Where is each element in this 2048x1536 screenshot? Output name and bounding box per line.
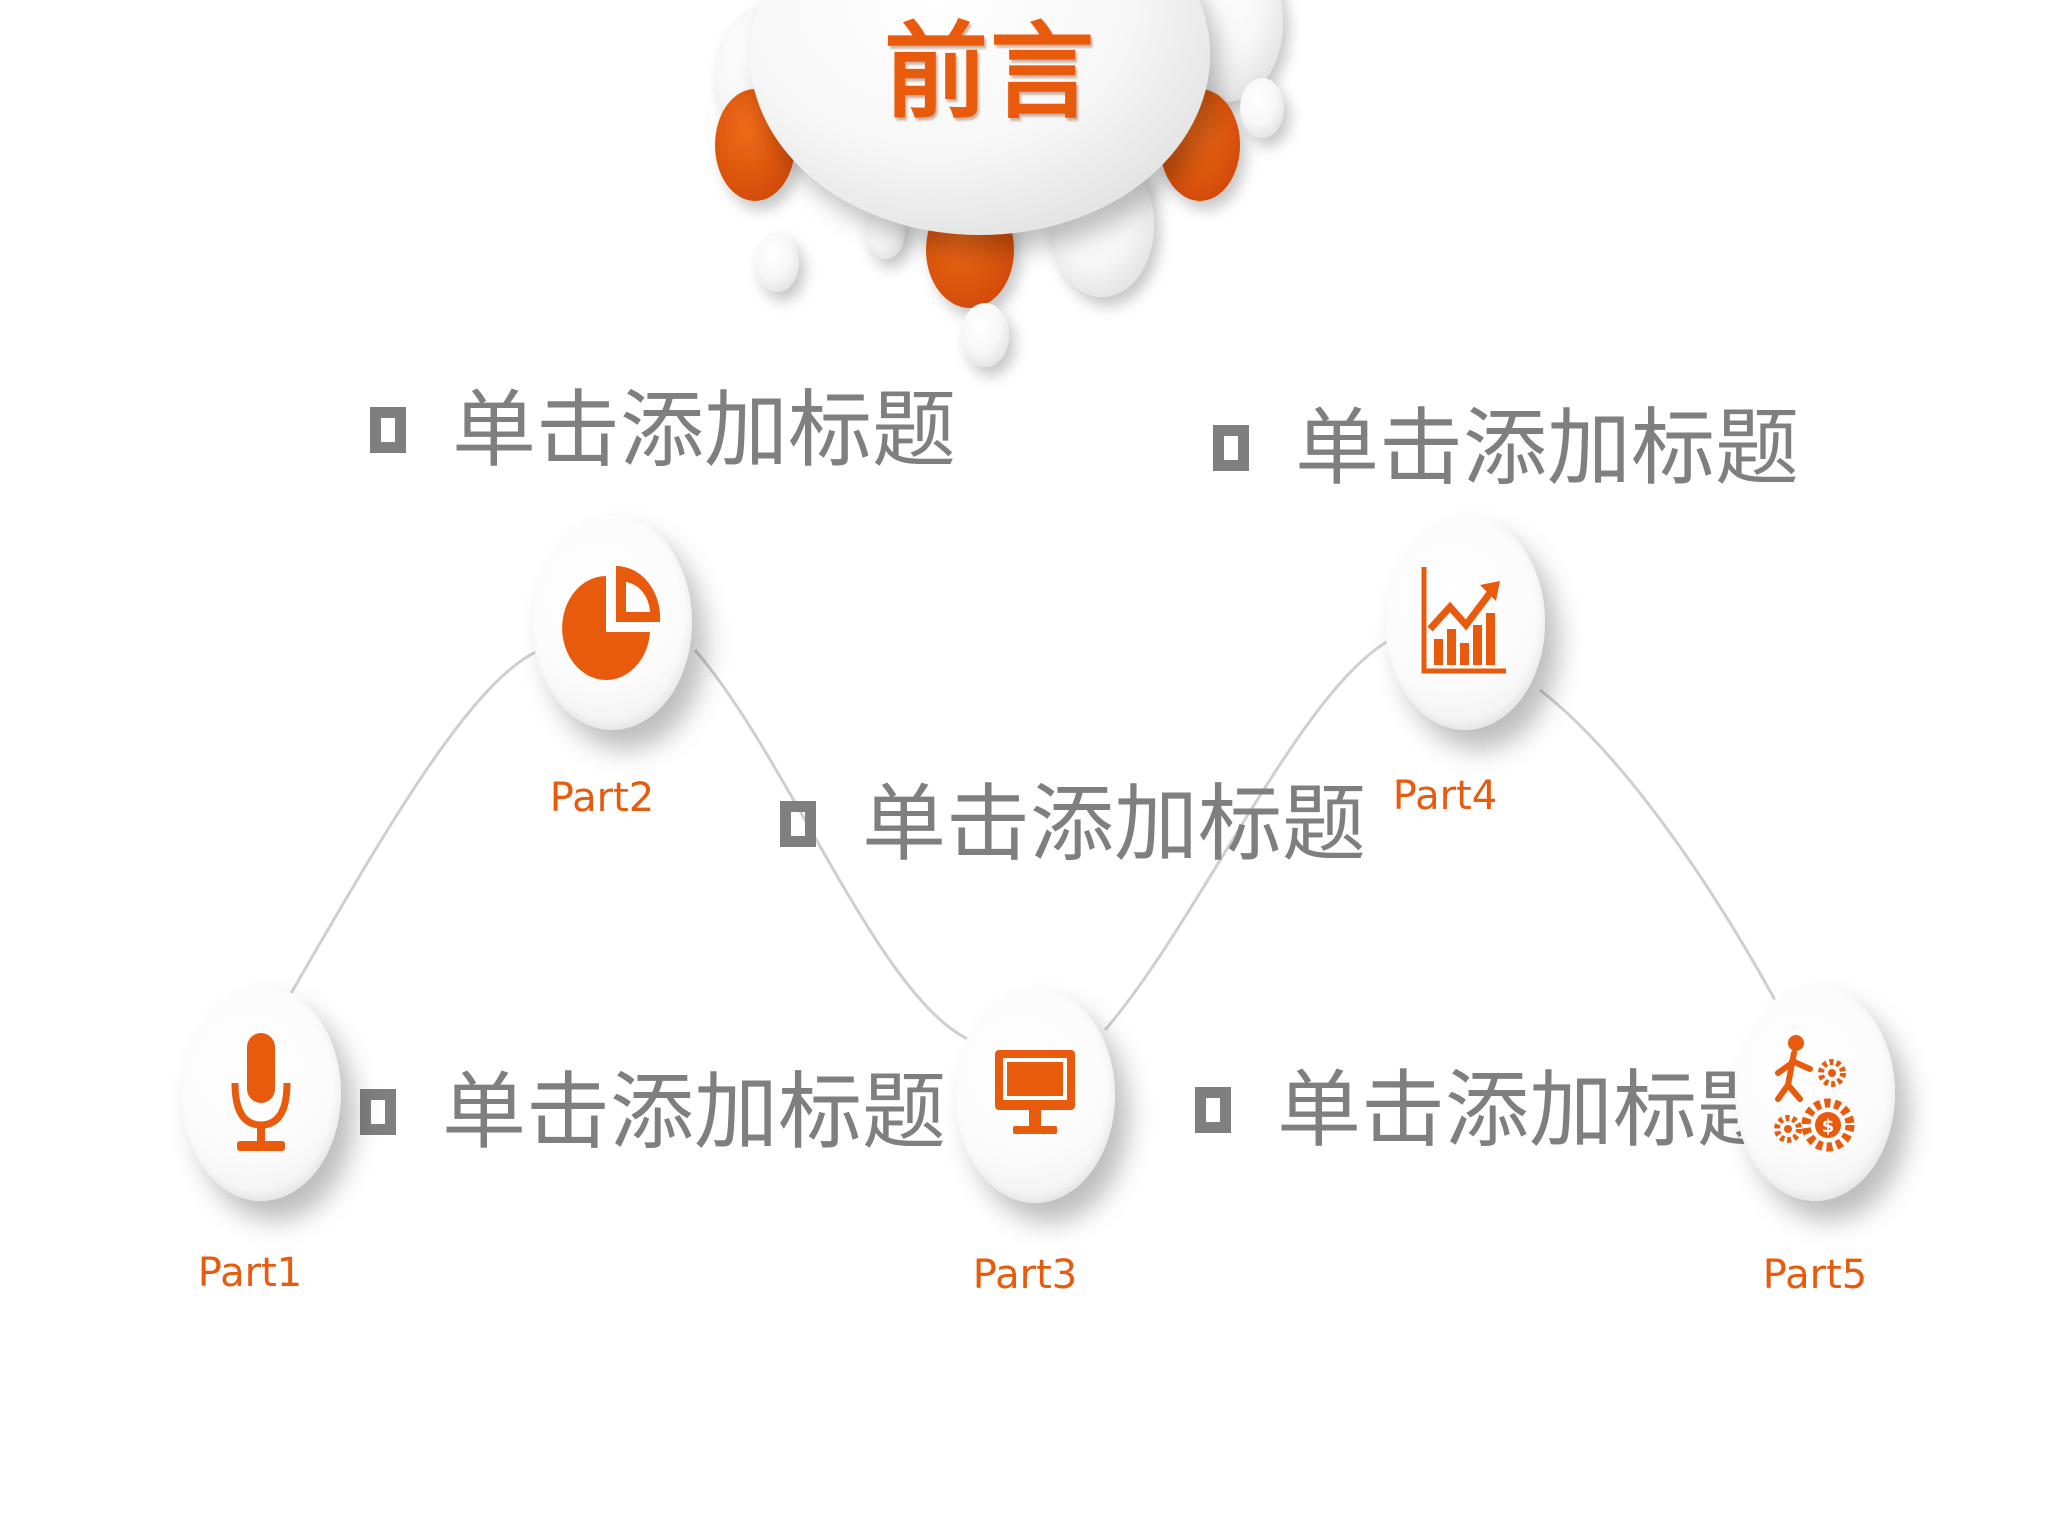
microphone-icon (231, 1033, 291, 1151)
heading-1[interactable]: 单击添加标题 (370, 388, 956, 472)
part-node-2[interactable] (532, 514, 692, 730)
connector-line (1539, 688, 1777, 1001)
heading-text: 单击添加标题 (862, 775, 1367, 873)
heading-text: 单击添加标题 (1277, 1061, 1782, 1159)
part-node-5[interactable]: $ (1735, 985, 1895, 1201)
pie-chart-icon (562, 565, 661, 680)
heading-4[interactable]: 单击添加标题 (360, 1070, 946, 1154)
person-gears-icon: $ (1774, 1035, 1855, 1152)
part-label-1: Part1 (197, 1250, 303, 1296)
heading-3[interactable]: 单击添加标题 (780, 782, 1366, 866)
heading-2[interactable]: 单击添加标题 (1213, 406, 1799, 490)
connector-line (693, 649, 971, 1042)
heading-checkbox-icon (1213, 425, 1249, 471)
monitor-icon (995, 1050, 1075, 1134)
connector-line (288, 648, 541, 996)
part-node-3[interactable] (955, 987, 1115, 1203)
part-label-2: Part2 (549, 775, 655, 821)
page-title: 前言 (883, 11, 1096, 133)
heading-text: 单击添加标题 (442, 1063, 947, 1161)
part-label-3: Part3 (972, 1252, 1078, 1298)
connector-line (1103, 638, 1391, 1031)
svg-text:$: $ (1822, 1116, 1835, 1137)
heading-checkbox-icon (780, 801, 816, 847)
heading-text: 单击添加标题 (452, 381, 957, 479)
heading-5[interactable]: 单击添加标题 (1195, 1068, 1781, 1152)
heading-text: 单击添加标题 (1295, 399, 1800, 497)
heading-checkbox-icon (370, 407, 406, 453)
part-node-1[interactable] (181, 985, 341, 1201)
heading-checkbox-icon (360, 1089, 396, 1135)
part-node-4[interactable] (1385, 514, 1545, 730)
part-label-4: Part4 (1392, 773, 1498, 819)
heading-checkbox-icon (1195, 1087, 1231, 1133)
growth-chart-icon (1421, 567, 1506, 674)
part-label-5: Part5 (1762, 1252, 1868, 1298)
